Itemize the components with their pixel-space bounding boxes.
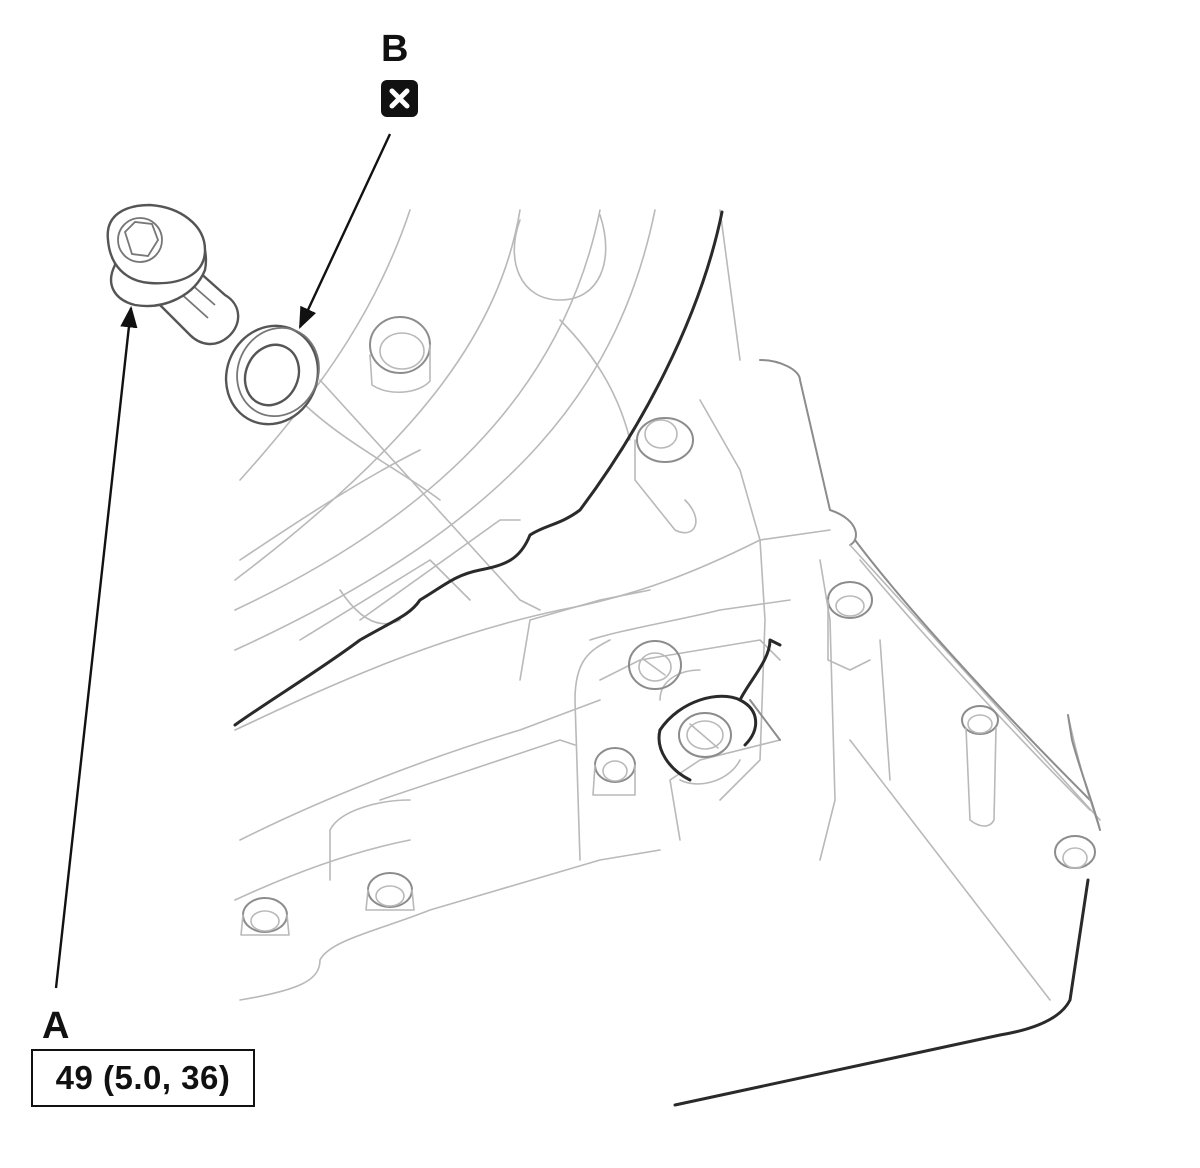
sealing-washer	[224, 324, 320, 426]
callout-label-b: B	[381, 28, 409, 70]
callout-label-a: A	[42, 1005, 70, 1047]
drain-hole	[678, 699, 781, 758]
drain-bolt	[106, 203, 240, 346]
case-outline-bold	[233, 210, 1101, 1107]
case-housing-lines	[234, 209, 1101, 1001]
case-bolt-bosses	[240, 316, 1096, 936]
torque-spec-box: 49 (5.0, 36)	[31, 1049, 255, 1107]
leader-a	[54, 305, 138, 989]
leader-b	[298, 133, 392, 329]
replace-part-icon	[381, 80, 418, 117]
